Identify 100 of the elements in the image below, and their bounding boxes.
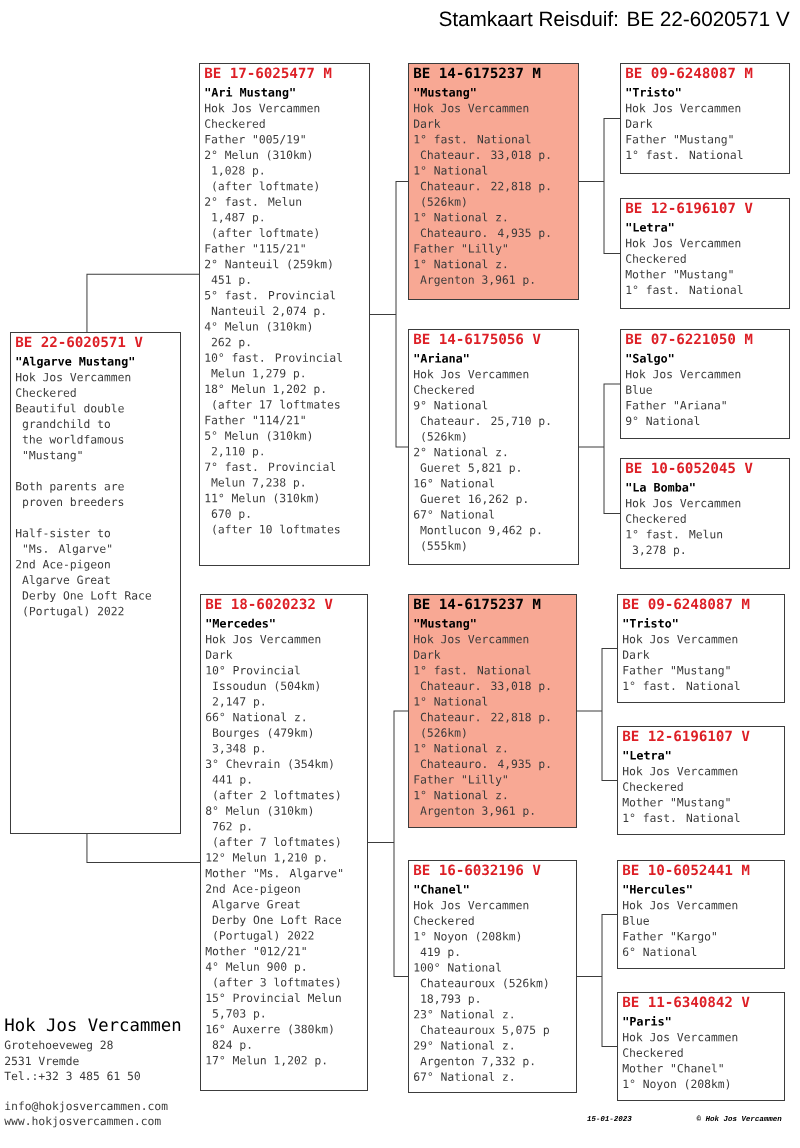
- plumage-text: Checkered: [414, 916, 474, 925]
- result-text: 1° fast. National: [623, 813, 740, 823]
- breeder-name: Hok Jos Vercammen: [16, 372, 131, 382]
- result-text: Mother "Chanel": [622, 1063, 723, 1073]
- plumage-text: Dark: [206, 650, 233, 659]
- result-text: 8° Melun (310km) 762 p. (after 7 loftmates): [206, 806, 340, 848]
- breeder-name: Hok Jos Vercammen: [623, 900, 738, 910]
- connector-line: [578, 383, 621, 514]
- plumage-text: Blue: [626, 385, 652, 394]
- web-address: www.hokjosvercammen.com: [4, 1116, 161, 1128]
- result-text: 66° National z. Bourges (479km) 3,348 p.: [206, 712, 313, 755]
- result-text: 1° Noyon (208km) 419 p.: [414, 931, 521, 959]
- result-text: 2° Nanteuil (259km) 451 p.: [205, 259, 332, 287]
- breeder-name: Hok Jos Vercammen: [414, 103, 529, 113]
- result-text: 17° Melun 1,202 p.: [206, 1055, 326, 1067]
- result-text: Both parents are proven breeders: [16, 481, 124, 509]
- ring-number: BE 12-6196107 V: [623, 730, 750, 742]
- plumage-text: Dark: [623, 650, 650, 659]
- result-text: 1° National z. Chateauro. 4,935 p.: [414, 212, 550, 240]
- result-text: Father "Mustang": [623, 665, 730, 677]
- result-text: 9° National: [626, 416, 700, 426]
- ring-number: BE 16-6032196 V: [414, 864, 541, 876]
- breeder-name: Hok Jos Vercammen: [205, 103, 320, 113]
- ring-number: BE 22-6020571 V: [16, 336, 143, 348]
- result-text: Father "114/21": [205, 415, 305, 426]
- result-text: 1° National z. Argenton 3,961 p.: [414, 259, 534, 287]
- pedigree-card: [620, 329, 790, 439]
- breeder-name: Hok Jos Vercammen: [626, 498, 741, 508]
- result-text: Father "Kargo": [623, 931, 716, 943]
- breeder-name: Hok Jos Vercammen: [626, 103, 741, 113]
- plumage-text: Blue: [623, 916, 649, 925]
- result-text: Mother "Ms. Algarve": [205, 868, 343, 880]
- result-text: 16° Auxerre (380km) 824 p.: [206, 1024, 333, 1052]
- result-text: 67° National z.: [414, 1072, 513, 1081]
- pigeon-name: "Ariana": [414, 353, 469, 363]
- ring-number: BE 14-6175237 M: [414, 598, 541, 610]
- pigeon-name: "Letra": [626, 223, 674, 232]
- pigeon-name: "Hercules": [623, 884, 692, 894]
- result-text: 4° Melun 900 p. (after 3 loftmates): [205, 962, 340, 988]
- result-text: 3° Chevrain (354km) 441 p. (after 2 loftmates): [206, 759, 340, 801]
- result-text: 5° Melun (310km) 2,110 p.: [205, 431, 312, 458]
- result-text: 2° fast. Melun 1,487 p. (after loftmate): [205, 197, 318, 239]
- pedigree-card: [617, 726, 785, 835]
- pedigree-card: [620, 198, 790, 309]
- pigeon-name: "Mercedes": [206, 618, 275, 628]
- result-text: Father "Ariana": [626, 400, 726, 410]
- result-text: 1° fast. Melun 3,278 p.: [626, 529, 723, 557]
- pigeon-name: "Mustang": [414, 619, 476, 630]
- result-text: 1° National z. Argenton 3,961 p.: [414, 790, 534, 818]
- result-text: 18° Melun 1,202 p. (after 17 loftmates: [205, 384, 340, 410]
- pigeon-name: "Mustang": [414, 88, 476, 99]
- pedigree-card: [620, 63, 790, 174]
- page-title: Stamkaart Reisduif: BE 22-6020571 V: [439, 11, 790, 27]
- pedigree-card: [408, 329, 579, 565]
- pigeon-name: "Salgo": [626, 353, 674, 365]
- connector-line: [86, 273, 200, 333]
- loft-name: Hok Jos Vercammen: [5, 1017, 181, 1032]
- breeder-name: Hok Jos Vercammen: [414, 369, 529, 379]
- phone-number: Tel.:+32 3 485 61 50: [4, 1071, 140, 1081]
- breeder-name: Hok Jos Vercammen: [414, 900, 529, 910]
- pedigree-card: [408, 63, 579, 300]
- pigeon-name: "Paris": [623, 1016, 671, 1026]
- plumage-text: Dark: [626, 119, 653, 128]
- result-text: 1° fast. National: [626, 285, 743, 295]
- ring-number: BE 10-6052441 M: [623, 864, 750, 876]
- pedigree-card: [408, 860, 577, 1093]
- result-text: 12° Melun 1,210 p.: [206, 852, 326, 864]
- pigeon-name: "Tristo": [626, 87, 681, 97]
- result-text: Father "Lilly": [414, 774, 507, 786]
- email-address: info@hokjosvercammen.com: [5, 1101, 168, 1113]
- ring-number: BE 18-6020232 V: [206, 598, 333, 610]
- pigeon-name: "Ari Mustang": [205, 87, 295, 99]
- breeder-name: Hok Jos Vercammen: [623, 766, 738, 776]
- pigeon-name: "Tristo": [623, 618, 678, 628]
- pedigree-card: [620, 458, 790, 569]
- result-text: 2nd Ace-pigeon Algarve Great Derby One Loft Race (Portugal) 2022: [16, 559, 151, 618]
- breeder-name: Hok Jos Vercammen: [623, 1032, 738, 1042]
- breeder-name: Hok Jos Vercammen: [623, 634, 738, 644]
- result-text: 11° Melun (310km) 670 p. (after 10 loftmates: [205, 493, 340, 535]
- pedigree-card: [617, 992, 785, 1101]
- result-text: Father "Lilly": [414, 243, 507, 255]
- result-text: 1° fast. National Chateaur. 33,018 p.: [414, 665, 550, 693]
- connector-line: [367, 710, 409, 977]
- connector-line: [86, 833, 201, 863]
- connector-line: [576, 914, 618, 1047]
- result-text: 1° National z. Chateauro. 4,935 p.: [414, 743, 550, 771]
- result-text: 2nd Ace-pigeon Algarve Great Derby One Loft Race (Portugal) 2022: [206, 884, 341, 942]
- result-text: Mother "Mustang": [622, 797, 730, 809]
- plumage-text: Checkered: [623, 782, 683, 791]
- result-text: 2° Melun (310km) 1,028 p. (after loftmate): [205, 150, 318, 192]
- plumage-text: Checkered: [414, 385, 474, 394]
- result-text: 9° National Chateaur. 25,710 p. (526km): [414, 400, 550, 442]
- plumage-text: Checkered: [623, 1048, 683, 1057]
- breeder-name: Hok Jos Vercammen: [626, 369, 741, 379]
- result-text: 1° fast. National Chateaur. 33,018 p.: [414, 134, 550, 162]
- ring-number: BE 09-6248087 M: [623, 598, 750, 610]
- result-text: Half-sister to "Ms. Algarve": [16, 528, 112, 556]
- pigeon-name: "La Bomba": [626, 482, 695, 492]
- ring-number: BE 17-6025477 M: [205, 67, 332, 79]
- ring-number: BE 14-6175237 M: [414, 67, 541, 79]
